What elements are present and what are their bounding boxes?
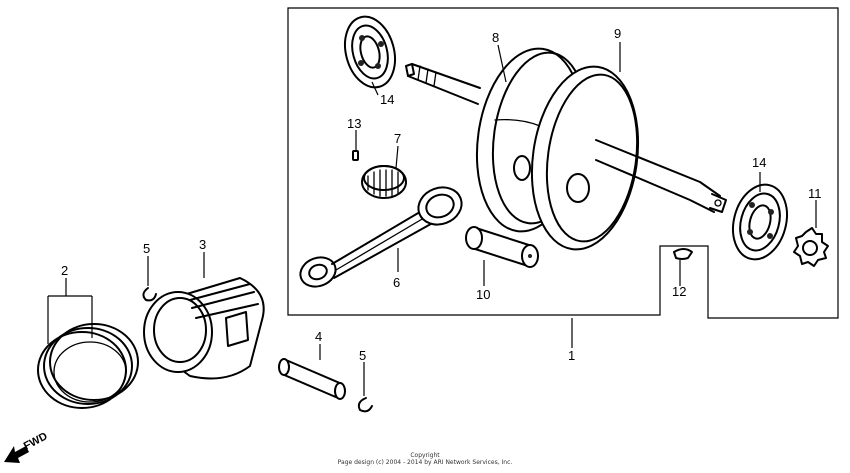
fwd-label: FWD — [22, 430, 50, 452]
copyright-line-1: Copyright — [410, 452, 440, 459]
piston-rings[interactable] — [37, 323, 139, 409]
callout-6: 6 — [393, 275, 400, 290]
callout-13: 13 — [347, 116, 361, 131]
callout-11: 11 — [808, 186, 822, 201]
bearing-upper[interactable] — [338, 11, 403, 93]
crankshaft-assembly-outline — [287, 7, 839, 319]
bearing-right[interactable] — [725, 179, 795, 266]
connecting-rod[interactable] — [296, 182, 467, 292]
callout-4: 4 — [315, 329, 322, 344]
crank-pin[interactable] — [465, 226, 539, 268]
callout-3: 3 — [199, 237, 206, 252]
gear-sprocket[interactable] — [793, 227, 829, 267]
callout-9: 9 — [614, 26, 621, 41]
callout-7: 7 — [394, 131, 401, 146]
callout-14-right: 14 — [752, 155, 766, 170]
needle-bearing[interactable] — [361, 165, 407, 199]
leader-lines — [47, 42, 817, 396]
callout-8: 8 — [492, 30, 499, 45]
piston-pin-clip-upper[interactable] — [142, 287, 157, 302]
callout-5-upper: 5 — [143, 241, 150, 256]
callout-labels: 14 8 9 13 7 14 11 6 10 12 1 2 3 5 4 5 — [61, 26, 822, 363]
callout-12: 12 — [672, 284, 686, 299]
piston[interactable] — [143, 277, 265, 380]
callout-14-upper: 14 — [380, 92, 394, 107]
copyright-notice: Copyright Page design (c) 2004 - 2014 by… — [0, 452, 850, 466]
fwd-arrow-icon — [4, 446, 29, 463]
piston-pin[interactable] — [278, 358, 346, 400]
callout-10: 10 — [476, 287, 490, 302]
crankshaft-right[interactable] — [521, 60, 727, 257]
callout-2: 2 — [61, 263, 68, 278]
woodruff-key[interactable] — [673, 248, 693, 260]
callout-1: 1 — [568, 348, 575, 363]
copyright-line-2: Page design (c) 2004 - 2014 by ARI Netwo… — [337, 459, 513, 466]
piston-pin-clip-lower[interactable] — [357, 397, 373, 413]
callout-5-lower: 5 — [359, 348, 366, 363]
small-pin[interactable] — [352, 150, 359, 161]
